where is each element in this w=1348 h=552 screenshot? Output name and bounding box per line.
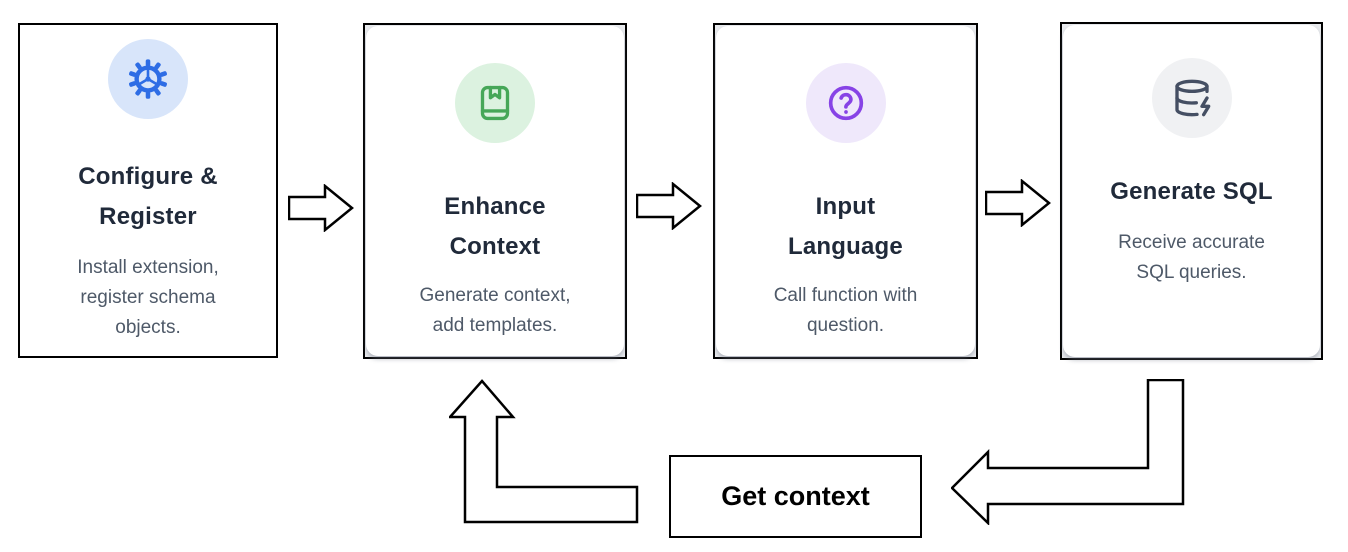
step-description: Install extension, register schema objec… [77,253,219,343]
step-card-input-language: Input Language Call function with questi… [713,23,978,359]
loop-up-arrow [449,379,639,524]
gear-icon-circle [108,39,188,119]
question-icon-circle [805,63,886,143]
loop-label-text: Get context [721,481,870,511]
step-title: Generate SQL [1110,172,1272,212]
step-title-line: Register [99,203,197,230]
step-description: Receive accurate SQL queries. [1118,228,1265,288]
step-title-line: Enhance [444,193,546,220]
step-description-line: Generate context, [419,285,571,306]
loop-label-box: Get context [669,455,922,538]
step-card-enhance-context: Enhance Context Generate context, add te… [363,23,627,359]
flow-arrow-right-1 [288,184,354,232]
gear-icon [129,59,167,99]
step-description-line: question. [806,315,885,336]
database-icon-circle [1151,58,1232,138]
step-description-line: Install extension, [77,257,219,278]
step-description-line: register schema [80,287,216,308]
step-description-line: SQL queries. [1136,262,1247,283]
loop-left-arrow [951,379,1185,525]
step-description-line: Call function with [773,285,918,306]
database-zap-icon [1174,79,1210,117]
book-bookmark-icon [480,85,510,121]
step-card-generate-sql: Generate SQL Receive accurate SQL querie… [1060,22,1323,360]
step-description-line: Receive accurate [1118,232,1265,253]
step-title-line: Generate SQL [1110,178,1273,205]
flow-arrow-right-2 [636,182,702,230]
step-title-line: Configure & [78,163,218,190]
step-title-line: Language [788,233,903,260]
step-card-configure-register: Configure & Register Install extension, … [18,23,278,358]
step-title-line: Context [449,233,541,260]
step-description: Generate context, add templates. [419,281,570,341]
step-title: Input Language [788,187,903,267]
step-title: Configure & Register [78,157,218,237]
step-description-line: add templates. [432,315,558,336]
step-title: Enhance Context [444,187,545,267]
step-title-line: Input [815,193,876,220]
step-description-line: objects. [115,317,181,338]
question-circle-icon [828,85,863,121]
book-icon-circle [455,63,535,143]
flow-arrow-right-3 [985,179,1051,227]
step-description: Call function with question. [774,281,918,341]
